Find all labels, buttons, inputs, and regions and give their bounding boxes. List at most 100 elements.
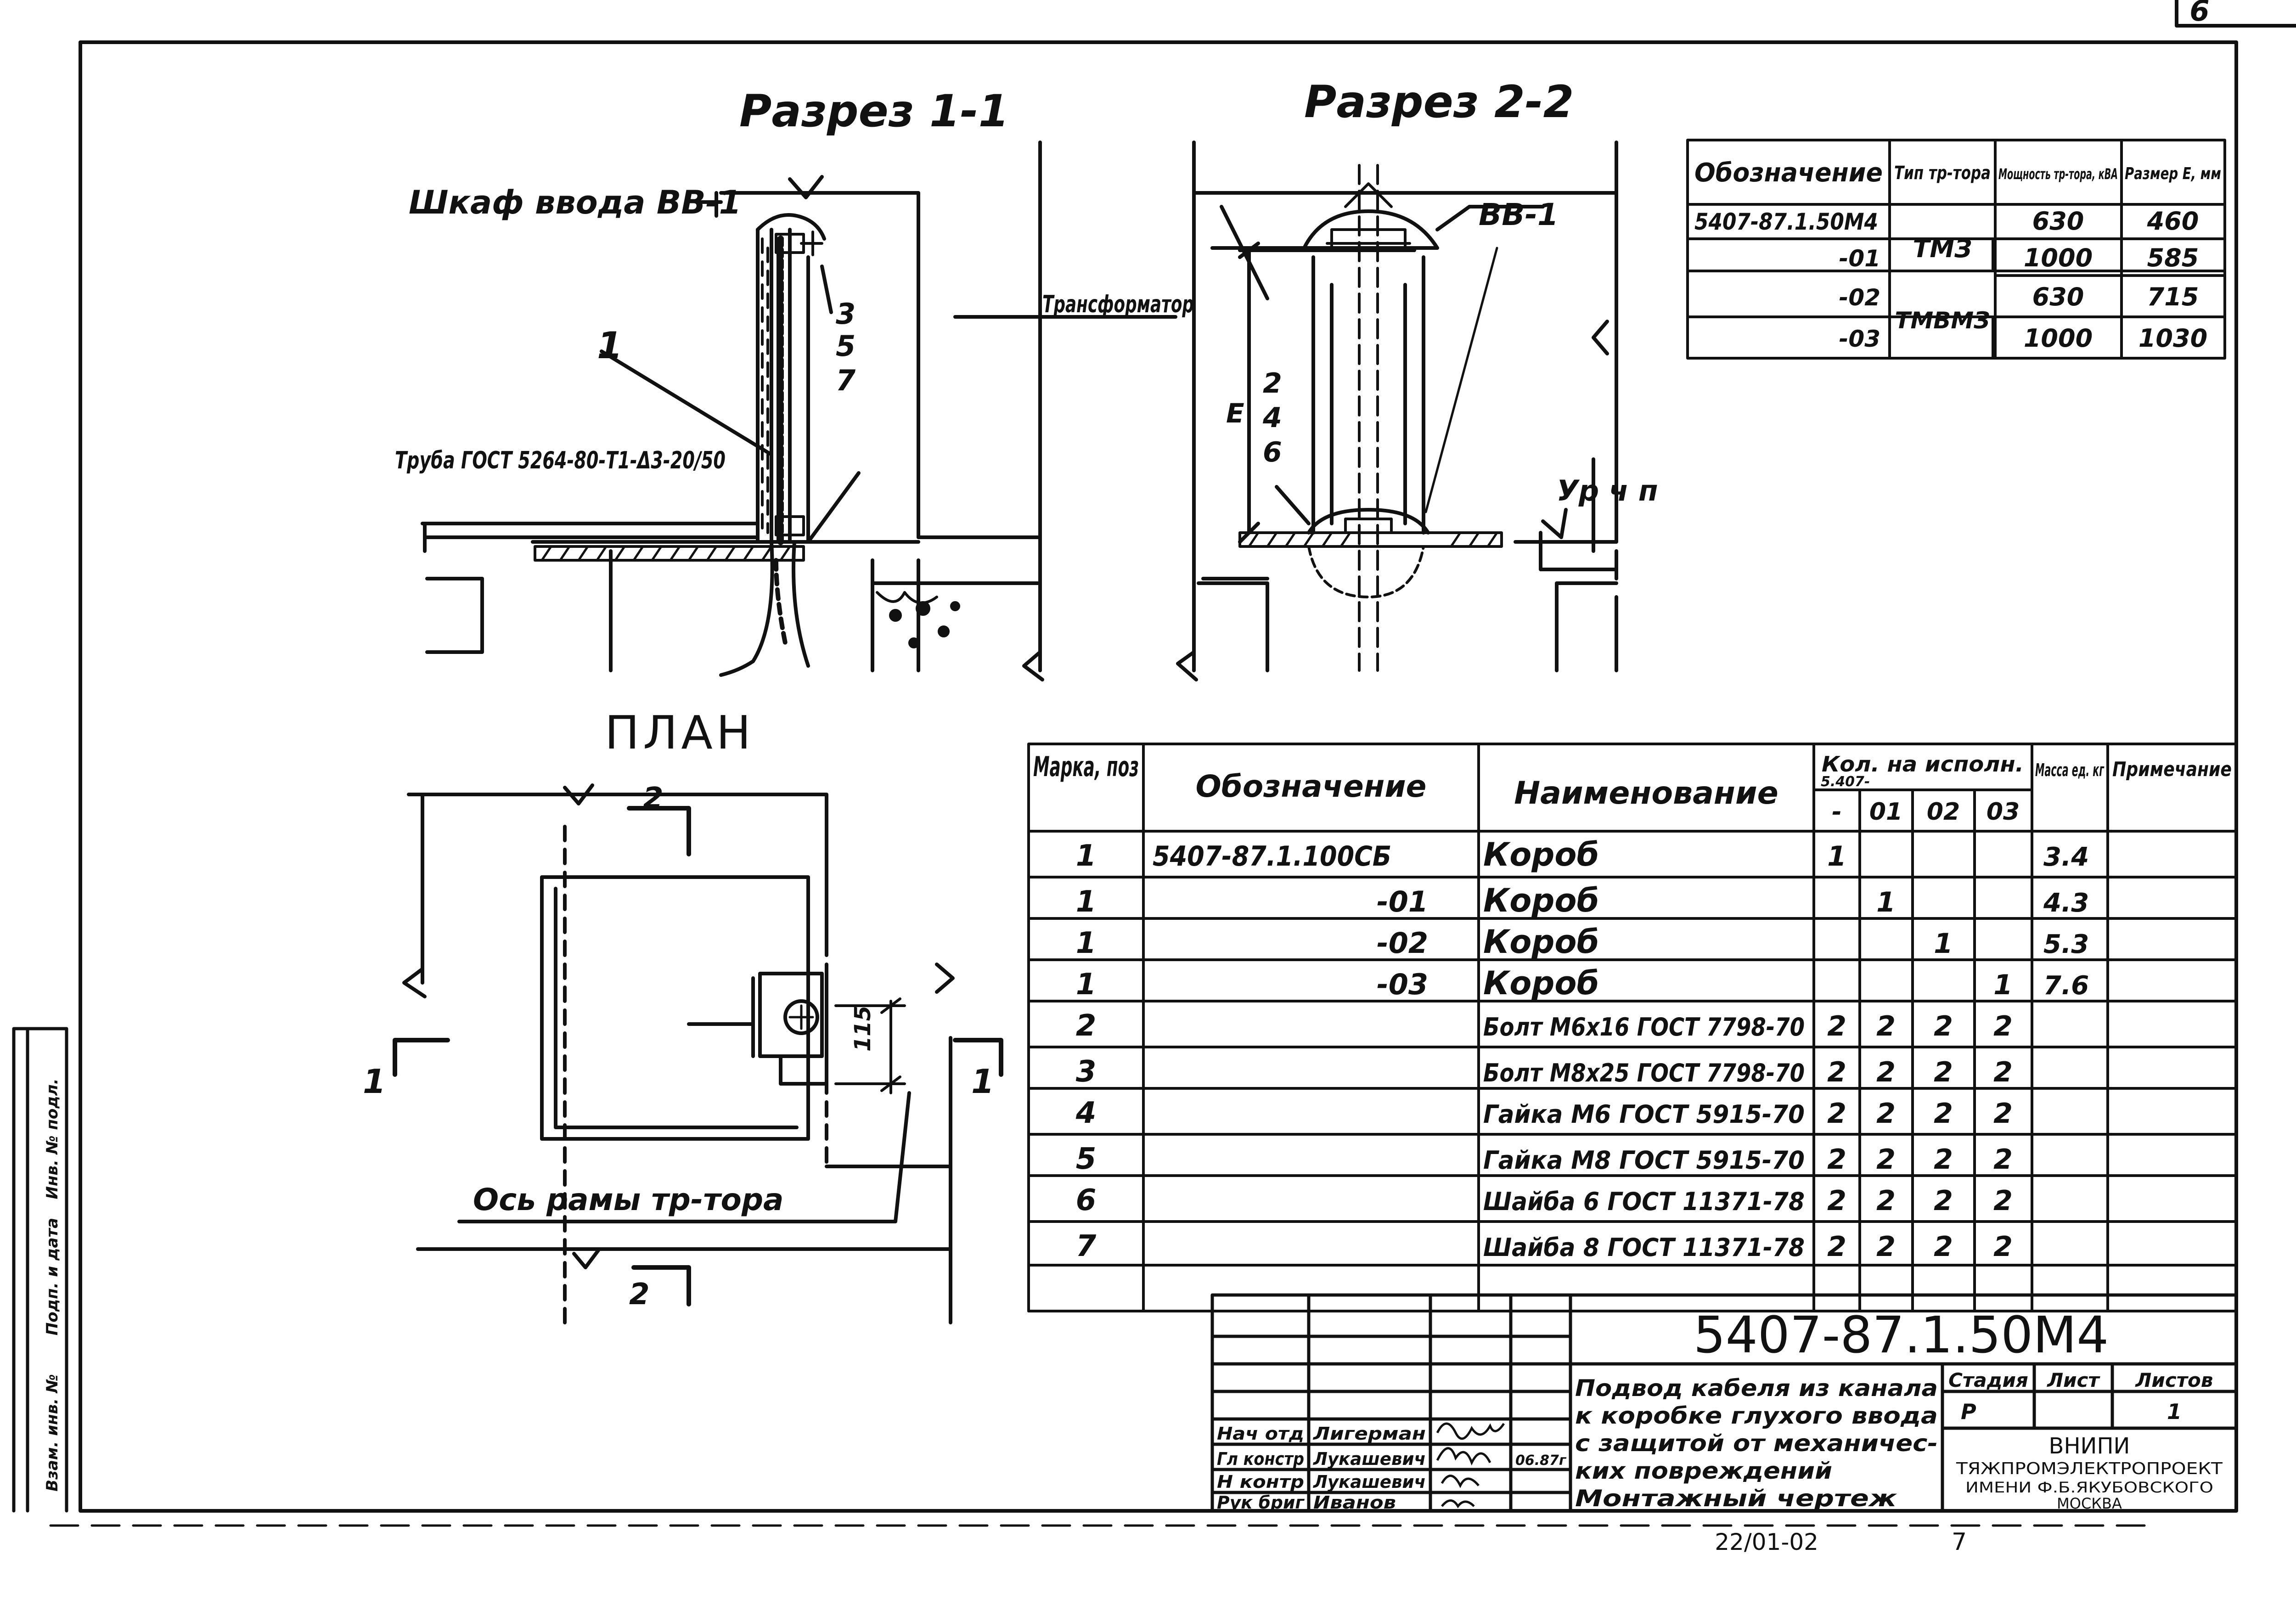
variants-table: Обозначение Тип тр-тора Мощность тр-тора… xyxy=(1694,158,2221,353)
spec-row-8-qty-3: 2 xyxy=(1993,1143,2013,1176)
spec-row-10-qty-0: 2 xyxy=(1827,1231,1846,1263)
spec-row-3-mass: 5.3 xyxy=(2043,929,2089,959)
org-line-3: ИМЕНИ Ф.Б.ЯКУБОВСКОГО xyxy=(1965,1479,2213,1496)
spec-row-6-pos: 3 xyxy=(1076,1055,1097,1089)
spec-row-8-qty-0: 2 xyxy=(1827,1143,1846,1176)
org-line-1: ВНИПИ xyxy=(2049,1433,2130,1459)
sheets-label: Листов xyxy=(2135,1369,2213,1391)
spec-row-1-designation: 5407-87.1.100СБ xyxy=(1153,840,1391,873)
pos-2-label: 2 xyxy=(1263,367,1282,400)
spec-row-9-qty-2: 2 xyxy=(1934,1185,1953,1217)
spec-header-designation: Обозначение xyxy=(1196,769,1427,804)
spec-row-1-pos: 1 xyxy=(1076,839,1097,873)
spec-row-9-pos: 6 xyxy=(1076,1183,1097,1217)
spec-variant-03: 03 xyxy=(1986,798,2020,826)
variants-row-1-size: 460 xyxy=(2147,207,2199,236)
spec-row-1-name: Короб xyxy=(1483,836,1599,873)
spec-row-6-qty-1: 2 xyxy=(1876,1056,1896,1088)
spec-row-5-qty-1: 2 xyxy=(1876,1010,1896,1042)
plan-view xyxy=(393,783,1003,1324)
variants-row-3-power: 630 xyxy=(2032,282,2084,311)
margin-stamp: Инв. № подл. Подп. и дата Взам. инв. № xyxy=(43,1078,62,1491)
spec-row-10-qty-1: 2 xyxy=(1876,1231,1896,1263)
variants-row-1-designation: 5407-87.1.50М4 xyxy=(1694,208,1878,235)
section-2-2-view xyxy=(953,141,1618,681)
sheet-frame xyxy=(79,40,2238,1513)
spec-row-7-qty-3: 2 xyxy=(1993,1098,2013,1130)
spec-header-qty-prefix: 5.407- xyxy=(1821,774,1870,790)
spec-row-9-qty-3: 2 xyxy=(1993,1185,2013,1217)
spec-row-2-mass: 4.3 xyxy=(2043,888,2089,918)
pos-3-label: 3 xyxy=(836,297,855,331)
spec-row-3-designation: -02 xyxy=(1377,926,1428,960)
org-line-2: ТЯЖПРОМЭЛЕКТРОПРОЕКТ xyxy=(1956,1459,2223,1478)
spec-row-8-name: Гайка М8 ГОСТ 5915-70 xyxy=(1483,1146,1805,1175)
sheet-label: Лист xyxy=(2046,1369,2100,1391)
spec-header-name: Наименование xyxy=(1514,775,1778,811)
spec-row-8-pos: 5 xyxy=(1076,1142,1097,1176)
title-line-5: Монтажный чертеж xyxy=(1575,1485,1897,1512)
spec-row-2-qty-1: 1 xyxy=(1876,886,1896,918)
sheets-value: 1 xyxy=(2167,1399,2182,1424)
variants-row-2-power: 1000 xyxy=(2024,243,2093,272)
title-block: 5407-87.1.50М4 Подвод кабеля из канала к… xyxy=(1217,1306,2223,1556)
sig-name-4: Иванов xyxy=(1313,1492,1396,1513)
title-line-2: к коробке глухого ввода xyxy=(1575,1402,1938,1429)
variants-row-1-power: 630 xyxy=(2032,207,2084,236)
variants-row-2-size: 585 xyxy=(2147,243,2199,272)
page-number-frame xyxy=(2175,0,2296,28)
spec-variant-02: 02 xyxy=(1927,798,1960,826)
margin-label-replacement: Взам. инв. № xyxy=(43,1374,62,1492)
archive-copy: 7 xyxy=(1952,1528,1967,1556)
spec-row-1-qty-0: 1 xyxy=(1827,840,1846,873)
variants-row-4-size: 1030 xyxy=(2138,324,2207,353)
stage-value: Р xyxy=(1961,1399,1976,1424)
pos-6-label: 6 xyxy=(1263,436,1282,468)
drawing-texts: 6 Разрез 1-1 Шкаф ввода ВВ-1 1 3 5 7 Тру… xyxy=(363,0,2210,1312)
variants-row-4-power: 1000 xyxy=(2024,324,2093,353)
spec-header-note: Примечание xyxy=(2112,758,2232,781)
spec-row-1-mass: 3.4 xyxy=(2043,842,2089,872)
spec-row-8-qty-2: 2 xyxy=(1934,1143,1953,1176)
spec-row-9-qty-1: 2 xyxy=(1876,1185,1896,1217)
plan-cut-2-bottom: 2 xyxy=(629,1278,650,1312)
plan-axis-label: Ось рамы тр-тора xyxy=(473,1182,784,1217)
sig-date-2: 06.87г xyxy=(1515,1453,1567,1469)
spec-row-4-qty-3: 1 xyxy=(1993,969,2013,1001)
pos-1-label: 1 xyxy=(597,324,623,367)
spec-header-mark: Марка, поз xyxy=(1033,751,1139,783)
margin-label-inventory: Инв. № подл. xyxy=(43,1078,62,1199)
spec-header-qty: Кол. на исполн. xyxy=(1822,752,2024,777)
plan-title: ПЛАН xyxy=(605,706,754,760)
bb-label: ВВ-1 xyxy=(1479,197,1559,232)
variants-row-3-designation: -02 xyxy=(1839,284,1880,311)
spec-row-7-qty-0: 2 xyxy=(1827,1098,1846,1130)
spec-variant-01: 01 xyxy=(1869,798,1902,826)
level-label: Ур ч п xyxy=(1557,474,1658,507)
spec-row-5-qty-2: 2 xyxy=(1934,1010,1953,1042)
variants-header-designation: Обозначение xyxy=(1694,158,1883,188)
spec-variant-base: - xyxy=(1832,798,1842,826)
spec-row-2-name: Короб xyxy=(1483,882,1599,919)
spec-header-mass: Масса ед. кг xyxy=(2035,760,2105,780)
variants-row-4-designation: -03 xyxy=(1839,326,1880,352)
spec-row-5-qty-3: 2 xyxy=(1993,1010,2013,1042)
spec-row-3-name: Короб xyxy=(1483,923,1599,961)
spec-row-2-pos: 1 xyxy=(1076,885,1097,919)
spec-row-6-qty-3: 2 xyxy=(1993,1056,2013,1088)
spec-row-5-qty-0: 2 xyxy=(1827,1010,1846,1042)
title-line-1: Подвод кабеля из канала xyxy=(1575,1375,1938,1402)
stage-label: Стадия xyxy=(1948,1369,2028,1391)
spec-row-7-name: Гайка М6 ГОСТ 5915-70 xyxy=(1483,1100,1805,1129)
spec-row-4-pos: 1 xyxy=(1076,968,1097,1002)
variants-table-grid xyxy=(1686,139,2226,360)
pos-5-label: 5 xyxy=(836,329,855,363)
spec-row-4-mass: 7.6 xyxy=(2043,971,2089,1001)
spec-row-8-qty-1: 2 xyxy=(1876,1143,1896,1176)
variants-header-size: Размер Е, мм xyxy=(2125,164,2221,183)
plan-dimension-115: 115 xyxy=(850,1006,876,1052)
pipe-label: Труба ГОСТ 5264-80-Т1-Δ3-20/50 xyxy=(395,447,726,474)
cabinet-label: Шкаф ввода ВВ-1 xyxy=(409,184,741,221)
section-1-1-view xyxy=(421,141,1044,681)
